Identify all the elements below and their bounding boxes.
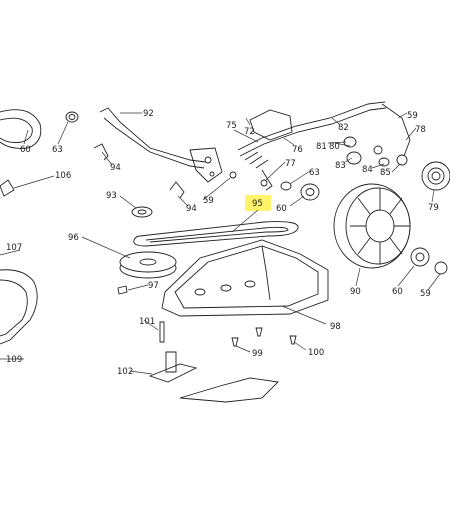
label-59b: 59 xyxy=(203,196,214,206)
label-77: 77 xyxy=(285,159,296,169)
bushing-60-middle xyxy=(300,183,320,201)
label-60b: 60 xyxy=(276,204,287,214)
label-97: 97 xyxy=(148,281,159,291)
label-90: 90 xyxy=(350,287,361,297)
label-85: 85 xyxy=(380,168,391,178)
housing-left xyxy=(0,179,38,345)
blade xyxy=(179,377,279,403)
label-63b: 63 xyxy=(309,168,320,178)
label-82: 82 xyxy=(338,123,349,133)
label-75: 75 xyxy=(226,121,237,131)
washer-93 xyxy=(131,206,153,218)
label-59c: 59 xyxy=(420,289,431,299)
label-72: 72 xyxy=(244,127,255,137)
pin-101 xyxy=(159,321,165,343)
label-81: 81 xyxy=(316,142,327,152)
label-93: 93 xyxy=(106,191,117,201)
label-98: 98 xyxy=(330,322,341,332)
pin-59-middle xyxy=(229,171,237,179)
part-labels: 92 60 63 94 106 72 75 76 82 59 78 77 63 … xyxy=(6,109,439,377)
label-83: 83 xyxy=(335,161,346,171)
hub-parts xyxy=(343,136,408,167)
blade-holder-102 xyxy=(148,351,198,383)
label-94: 94 xyxy=(110,163,121,173)
washer-59-right xyxy=(434,261,448,275)
label-95: 95 xyxy=(252,199,263,209)
bolt-97 xyxy=(117,285,128,295)
clip-94-lower xyxy=(169,181,185,199)
label-94b: 94 xyxy=(186,204,197,214)
pulley-96 xyxy=(119,251,177,279)
label-102: 102 xyxy=(117,367,133,377)
label-60: 60 xyxy=(20,145,31,155)
leader-lines xyxy=(0,112,441,375)
label-92: 92 xyxy=(143,109,154,119)
label-101: 101 xyxy=(139,317,155,327)
rod-59 xyxy=(381,103,411,157)
label-79: 79 xyxy=(428,203,439,213)
label-59: 59 xyxy=(407,111,418,121)
label-99: 99 xyxy=(252,349,263,359)
screws-99-100 xyxy=(231,327,297,347)
highlight-95 xyxy=(245,195,271,211)
label-78: 78 xyxy=(415,125,426,135)
deck-98 xyxy=(161,239,329,317)
label-80: 80 xyxy=(329,142,340,152)
label-84: 84 xyxy=(362,165,373,175)
washer-63-middle xyxy=(280,181,292,191)
label-107: 107 xyxy=(6,243,22,253)
bearing-63-left xyxy=(65,111,79,123)
wheel-90 xyxy=(333,183,411,269)
label-76: 76 xyxy=(292,145,303,155)
bracket-92 xyxy=(99,107,223,183)
wheel-left-partial xyxy=(0,109,42,149)
label-63: 63 xyxy=(52,145,63,155)
label-96: 96 xyxy=(68,233,79,243)
label-109: 109 xyxy=(6,355,22,365)
gear-79 xyxy=(421,161,450,191)
cable-assembly xyxy=(237,101,387,191)
label-100: 100 xyxy=(308,348,324,358)
label-106: 106 xyxy=(55,171,71,181)
clip-94-upper xyxy=(93,143,109,161)
label-60c: 60 xyxy=(392,287,403,297)
nut-77 xyxy=(260,179,268,187)
belt-95 xyxy=(133,221,299,247)
bearing-60-right xyxy=(410,247,430,267)
